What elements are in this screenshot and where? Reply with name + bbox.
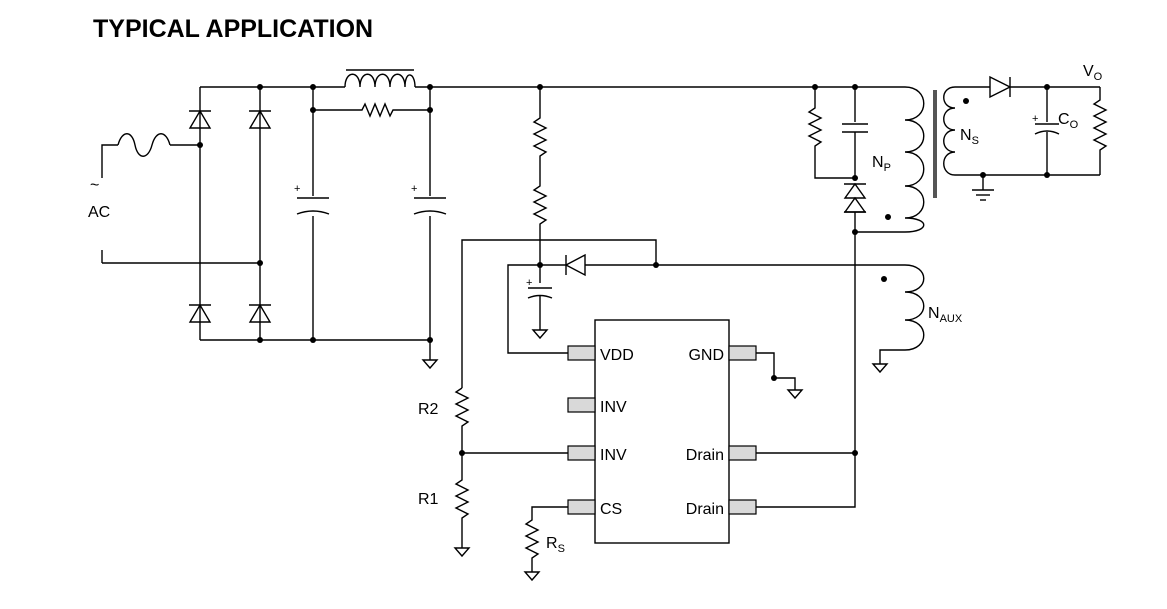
bridge-diode-1	[188, 109, 212, 129]
np-label: NP	[872, 154, 891, 174]
controller-ic: VDD INV INV CS GND Drain Drain	[567, 232, 858, 544]
ac-label: AC	[88, 204, 110, 221]
pin-cs: CS	[600, 501, 622, 518]
pin-drain-1: Drain	[686, 447, 724, 464]
startup-network: +	[507, 84, 855, 354]
pin-drain-2: Drain	[686, 501, 724, 518]
ns-label: NS	[960, 127, 979, 147]
page-title: TYPICAL APPLICATION	[93, 15, 374, 43]
rs-label: RS	[546, 535, 565, 555]
bulk-capacitor-2: +	[411, 183, 447, 216]
bridge-diode-4	[248, 303, 272, 323]
bulk-capacitor-1: +	[294, 183, 330, 216]
svg-text:+: +	[411, 183, 417, 195]
bridge-diode-2	[248, 109, 272, 129]
svg-text:+: +	[294, 183, 300, 195]
ac-source: ~ AC	[88, 133, 260, 264]
svg-text:+: +	[1032, 113, 1038, 125]
primary-clamp	[540, 84, 905, 235]
secondary-output: + CO VO	[955, 63, 1108, 201]
ground-symbol	[421, 340, 439, 370]
vo-label: VO	[1083, 63, 1103, 83]
aux-winding: NAUX	[855, 264, 963, 374]
input-filter: + +	[294, 69, 447, 370]
naux-label: NAUX	[928, 305, 963, 325]
filter-inductor	[344, 69, 416, 89]
filter-resistor	[310, 102, 433, 118]
pin-gnd: GND	[688, 347, 724, 364]
bridge-diode-3	[188, 303, 212, 323]
r1-label: R1	[418, 491, 439, 508]
pin-vdd: VDD	[600, 347, 634, 364]
sense-resistor: RS	[523, 506, 568, 582]
pin-inv-2: INV	[600, 447, 627, 464]
r2-label: R2	[418, 401, 439, 418]
bridge-rectifier	[188, 84, 540, 343]
transformer: NP NS	[855, 86, 979, 233]
pin-inv-1: INV	[600, 399, 627, 416]
svg-text:+: +	[526, 277, 532, 289]
co-label: CO	[1058, 111, 1079, 131]
ac-tilde-label: ~	[90, 177, 99, 194]
feedback-divider: R2 R1	[418, 239, 657, 558]
